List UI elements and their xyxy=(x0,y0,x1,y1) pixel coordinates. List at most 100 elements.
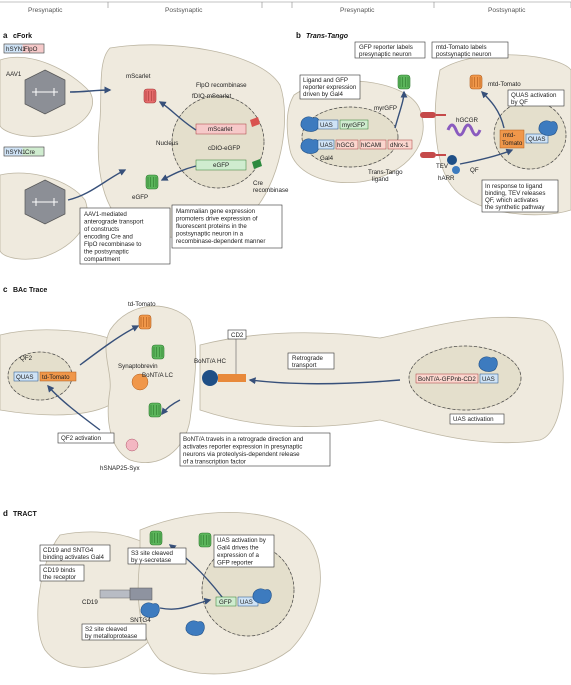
header-presynaptic-b: Presynaptic xyxy=(340,7,375,14)
svg-text:Tomato: Tomato xyxy=(502,140,523,147)
callout-s3-site xyxy=(127,547,187,565)
gal4-blob-c xyxy=(478,356,498,372)
panel-a-letter: a xyxy=(3,31,8,40)
cre-label: Cre xyxy=(253,180,264,187)
svg-text:encoding Cre and: encoding Cre and xyxy=(84,234,133,241)
panel-c-title: BAc Trace xyxy=(13,287,47,294)
cd19-icon xyxy=(99,589,131,599)
svg-text:postsynaptic neuron: postsynaptic neuron xyxy=(436,51,492,58)
svg-text:presynaptic neuron: presynaptic neuron xyxy=(359,51,412,58)
svg-text:AAV1-mediated: AAV1-mediated xyxy=(84,211,127,218)
header-presynaptic-a: Presynaptic xyxy=(28,7,63,14)
bont-hc-label: BoNT/A HC xyxy=(194,358,227,365)
svg-text:the receptor: the receptor xyxy=(43,574,76,581)
gal4-blob-2 xyxy=(300,138,320,154)
svg-text:by metalloprotease: by metalloprotease xyxy=(85,633,138,640)
callout-gfp-reporter xyxy=(354,41,426,59)
svg-text:Retrograde: Retrograde xyxy=(292,355,324,362)
svg-text:mtd-Tomato labels: mtd-Tomato labels xyxy=(436,44,487,51)
svg-text:transport: transport xyxy=(292,362,317,369)
panel-c-bac-trace: c BAc Trace td-Tomato QF2 QUAS td-Tomato… xyxy=(0,285,564,472)
hicam-label: hICAMI xyxy=(361,142,382,149)
hsnap25-label: hSNAP25-Syx xyxy=(100,465,140,472)
myrgfp-cell-label: myrGFP xyxy=(374,105,397,112)
flpo-recombinase-icon xyxy=(250,117,260,127)
svg-text:postsynaptic neuron in a: postsynaptic neuron in a xyxy=(176,231,244,238)
nucleus-a-outline xyxy=(171,95,265,189)
gfp-gene-d-label: GFP xyxy=(219,599,232,606)
gal4-blob-d xyxy=(252,588,272,604)
panel-d-letter: d xyxy=(3,509,8,518)
recombinase-label: recombinase xyxy=(253,187,289,194)
sntg4-icon xyxy=(129,587,153,601)
gal4-label: Gal4 xyxy=(320,155,334,162)
egfp-protein xyxy=(145,174,159,190)
gal4-blob-released xyxy=(140,602,160,618)
qf2-label: QF2 xyxy=(20,355,33,362)
svg-text:UAS activation by: UAS activation by xyxy=(217,537,267,544)
hgcgr-label: hGCGR xyxy=(456,117,479,124)
construct1-promoter: hSYN1 xyxy=(6,46,26,53)
svg-text:of constructs: of constructs xyxy=(84,226,119,233)
panel-d-tract: d TRACT GFP UAS CD19 SNTG4 CD19 and SNTG… xyxy=(3,509,321,675)
aav-label: AAV1 xyxy=(6,71,22,78)
uas1-label: UAS xyxy=(320,122,333,129)
bont-construct xyxy=(415,373,479,384)
callout-cd19-binds xyxy=(39,564,85,582)
sntg4-label: SNTG4 xyxy=(130,617,151,624)
svg-text:expression of a: expression of a xyxy=(217,552,260,559)
egfp-gene-label: eGFP xyxy=(213,162,229,169)
callout-s2-site xyxy=(81,623,147,641)
tev-label: TEV xyxy=(436,163,449,170)
svg-text:neurons via proteolysis-depend: neurons via proteolysis-dependent releas… xyxy=(183,451,300,458)
bont-construct-label: BoNT/A-GFPnb-CD2 xyxy=(418,376,476,383)
hgcgr-receptor xyxy=(446,123,482,137)
arrow-aav-bottom xyxy=(67,169,127,201)
callout-gene-expression-text: Mammalian gene expression promoters driv… xyxy=(176,208,265,245)
construct2-promoter: hSYN1 xyxy=(6,149,26,156)
qf-blob xyxy=(538,120,558,136)
bont-hc-icon xyxy=(202,370,218,386)
panel-c-letter: c xyxy=(3,285,8,294)
cdio-label: cDIO-eGFP xyxy=(208,145,240,152)
mtd-cell-label: mtd-Tomato xyxy=(488,81,521,88)
header-postsynaptic-b: Postsynaptic xyxy=(488,7,526,14)
quas-c-label: QUAS xyxy=(16,374,34,381)
mtd-tomato-gene xyxy=(499,129,525,149)
svg-text:Mammalian gene expression: Mammalian gene expression xyxy=(176,208,256,215)
callout-aav1-text: AAV1-mediated anterograde transport of c… xyxy=(84,211,144,263)
callout-cd19-sntg4 xyxy=(39,544,111,562)
header-postsynaptic-a: Postsynaptic xyxy=(165,7,203,14)
callout-mtd-tomato xyxy=(431,41,509,59)
ligand-bottom xyxy=(420,152,436,158)
mscarlet-cell-label: mScarlet xyxy=(126,73,151,80)
qf-label: QF xyxy=(470,167,479,174)
callout-bont-retrograde xyxy=(179,432,331,467)
callout-aav1-transport xyxy=(79,207,171,265)
uas2-label: UAS xyxy=(320,142,333,149)
arrow-aav-top xyxy=(69,86,112,94)
svg-text:by QF: by QF xyxy=(511,99,528,106)
svg-text:In response to ligand: In response to ligand xyxy=(485,183,543,190)
svg-text:Ligand and GFP: Ligand and GFP xyxy=(303,77,348,84)
panel-a-title: cFork xyxy=(13,33,32,40)
panel-b-letter: b xyxy=(296,31,301,40)
svg-text:activates reporter expression: activates reporter expression in presyna… xyxy=(183,444,302,451)
callout-quas-activation xyxy=(507,89,565,107)
egfp-gene xyxy=(195,159,247,171)
td-tomato-gene-c xyxy=(39,371,77,382)
gfp-protein-d-1 xyxy=(149,530,163,546)
tev-icon xyxy=(447,155,457,165)
svg-text:S3 site cleaved: S3 site cleaved xyxy=(131,550,174,557)
synaptobrevin-icon xyxy=(151,344,165,360)
td-tomato-protein xyxy=(138,314,152,330)
header: Presynaptic Postsynaptic Presynaptic Pos… xyxy=(0,1,571,14)
panel-a-cfork: a cFork hSYN1 FlpO hSYN1 Cre AAV1 xyxy=(0,31,289,265)
callout-uas-activation-c xyxy=(449,413,505,425)
construct2-gene: Cre xyxy=(25,149,36,156)
mscarlet-gene-label: mScarlet xyxy=(208,126,233,133)
svg-text:CD19 binds: CD19 binds xyxy=(43,567,75,574)
panel-b-trans-tango: b Trans-Tango GFP reporter labels presyn… xyxy=(286,31,571,216)
flpo-label: FlpO recombinase xyxy=(196,82,247,89)
uas-c xyxy=(479,373,499,384)
